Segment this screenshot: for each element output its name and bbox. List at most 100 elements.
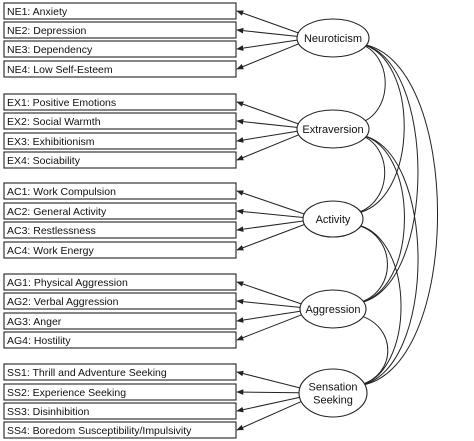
indicator-box: [3, 331, 237, 349]
indicator-box: [3, 40, 237, 58]
indicator-ag3: AG3: Anger: [3, 312, 237, 330]
indicator-ac2: AC2: General Activity: [3, 202, 237, 220]
loading-arrow-ex1: [236, 101, 299, 125]
indicator-box: [3, 60, 237, 78]
factor-ellipse: [302, 200, 364, 238]
factor-ellipse: [299, 289, 367, 329]
factor-label: Extraversion: [302, 124, 363, 136]
loading-arrow-ex2: [236, 118, 298, 128]
loading-arrow-ex3: [236, 130, 298, 143]
loading-arrow-ac3: [236, 220, 304, 232]
loading-arrow-ex4: [236, 134, 299, 161]
indicator-ag2: AG2: Verbal Aggression: [3, 292, 237, 310]
loading-arrow-ss4: [236, 401, 302, 431]
loading-arrow-ag4: [236, 314, 302, 341]
correlation-arc-2-5: [356, 132, 419, 388]
indicator-box: [3, 402, 237, 420]
indicator-box: [3, 363, 237, 381]
indicator-label: NE2: Depression: [7, 25, 87, 37]
indicator-box: [3, 292, 237, 310]
factor-aggression: Aggression: [299, 289, 367, 329]
indicator-ne4: NE4: Low Self-Esteem: [3, 60, 237, 78]
indicator-ag4: AG4: Hostility: [3, 331, 237, 349]
correlation-arc-1-3: [353, 41, 405, 216]
factor-neuroticism: Neuroticism: [296, 18, 370, 58]
factor-loadings: [236, 10, 305, 431]
factor-activity: Activity: [302, 200, 364, 238]
indicator-ss3: SS3: Disinhibition: [3, 402, 237, 420]
indicator-label: AC3: Restlessness: [7, 225, 96, 237]
loading-arrow-ac2: [236, 208, 304, 218]
indicator-box: [3, 21, 237, 39]
indicator-box: [3, 421, 237, 439]
correlation-arc-1-5: [356, 41, 439, 388]
latent-factors: NeuroticismExtraversionActivityAggressio…: [296, 18, 370, 418]
indicator-label: AC2: General Activity: [7, 206, 107, 218]
factor-label: Neuroticism: [304, 33, 362, 45]
factor-label: Aggression: [305, 304, 360, 316]
indicator-box: [3, 2, 237, 20]
indicator-ac3: AC3: Restlessness: [3, 221, 237, 239]
loading-arrow-ac4: [236, 224, 305, 251]
indicator-label: NE4: Low Self-Esteem: [7, 64, 113, 76]
indicator-label: EX1: Positive Emotions: [7, 97, 116, 109]
indicator-label: AG1: Physical Aggression: [7, 277, 128, 289]
indicator-label: AC1: Work Compulsion: [7, 186, 116, 198]
loading-arrow-ag2: [236, 298, 301, 308]
indicator-label: AC4: Work Energy: [7, 245, 95, 257]
indicator-ne1: NE1: Anxiety: [3, 2, 237, 20]
indicator-label: NE1: Anxiety: [7, 6, 68, 18]
indicator-box: [3, 151, 237, 169]
loading-arrow-ac1: [236, 190, 305, 215]
loading-arrow-ss1: [236, 370, 300, 389]
indicator-box: [3, 241, 237, 259]
indicator-ex2: EX2: Social Warmth: [3, 112, 237, 130]
factor-label: Activity: [316, 214, 351, 226]
correlation-arc-1-4: [356, 41, 419, 306]
correlation-arc-4-5: [356, 313, 389, 388]
indicator-box: [3, 383, 237, 401]
factor-label: Seeking: [313, 395, 353, 407]
loading-arrow-ne2: [236, 27, 298, 37]
factor-ellipse: [296, 109, 370, 149]
indicator-label: SS2: Experience Seeking: [7, 387, 126, 399]
indicator-ss1: SS1: Thrill and Adventure Seeking: [3, 363, 237, 381]
indicator-label: EX3: Exhibitionism: [7, 136, 95, 148]
indicator-box: [3, 182, 237, 200]
factor-extraversion: Extraversion: [296, 109, 370, 149]
correlation-arc-2-3: [353, 133, 386, 215]
indicator-ne3: NE3: Dependency: [3, 40, 237, 58]
indicator-ne2: NE2: Depression: [3, 21, 237, 39]
indicator-box: [3, 132, 237, 150]
indicator-box: [3, 202, 237, 220]
indicator-ex3: EX3: Exhibitionism: [3, 132, 237, 150]
indicator-box: [3, 221, 237, 239]
correlation-arc-2-4: [356, 132, 405, 306]
indicator-label: EX2: Social Warmth: [7, 116, 101, 128]
indicator-label: SS3: Disinhibition: [7, 406, 89, 418]
factor-label: Sensation: [309, 382, 358, 394]
loading-arrow-ne3: [236, 39, 298, 51]
factor-ellipse: [296, 18, 370, 58]
indicator-label: AG2: Verbal Aggression: [7, 296, 119, 308]
indicator-label: SS1: Thrill and Adventure Seeking: [7, 367, 167, 379]
indicator-label: EX4: Sociability: [7, 155, 81, 167]
indicator-box: [3, 93, 237, 111]
factor-ellipse: [298, 368, 368, 418]
indicator-ex4: EX4: Sociability: [3, 151, 237, 169]
indicator-box: [3, 273, 237, 291]
loading-arrow-ss2: [236, 389, 300, 395]
indicator-label: AG3: Anger: [7, 316, 62, 328]
indicator-box: [3, 112, 237, 130]
indicator-ac1: AC1: Work Compulsion: [3, 182, 237, 200]
correlation-arc-1-2: [358, 42, 386, 125]
indicator-ac4: AC4: Work Energy: [3, 241, 237, 259]
indicator-label: NE3: Dependency: [7, 44, 93, 56]
loading-arrow-ag3: [236, 310, 301, 323]
indicator-box: [3, 312, 237, 330]
loading-arrow-ag1: [236, 281, 302, 305]
indicator-ss4: SS4: Boredom Susceptibility/Impulsivity: [3, 421, 237, 439]
